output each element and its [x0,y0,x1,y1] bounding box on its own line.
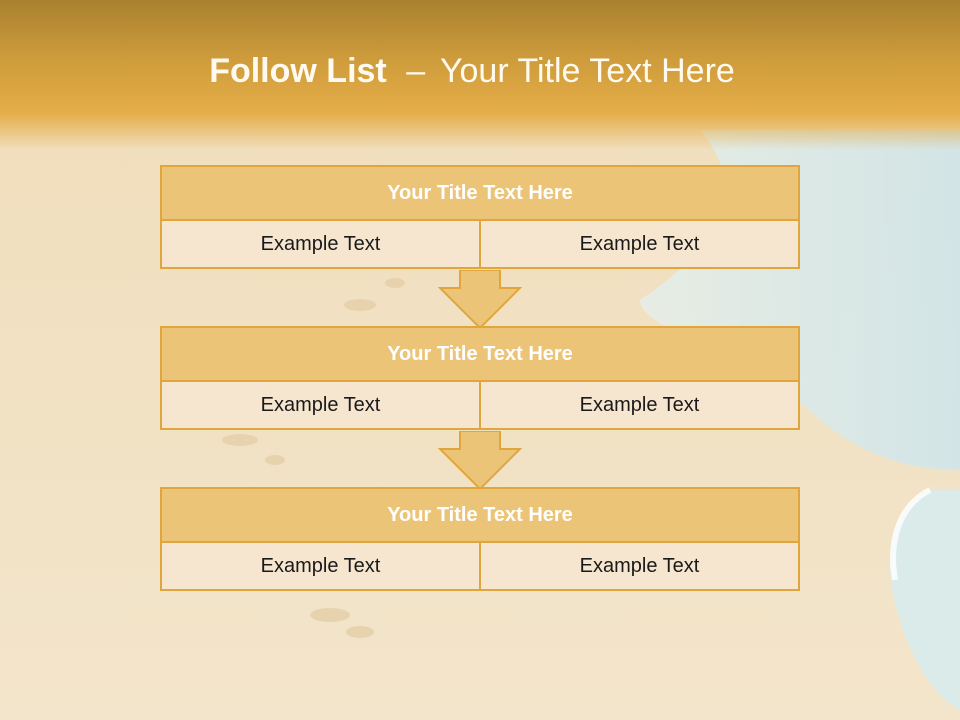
title-rest-part: Your Title Text Here [439,52,735,90]
title-bold-part: Follow List [209,52,387,90]
step-cell-right: Example Text [479,380,800,430]
step-block-row: Example Text Example Text [160,380,800,430]
step-block-title: Your Title Text Here [160,487,800,543]
step-cell-left: Example Text [160,541,481,591]
step-block-3: Your Title Text Here Example Text Exampl… [160,487,800,591]
title-bar [0,0,960,150]
step-block-title: Your Title Text Here [160,326,800,382]
step-block-1: Your Title Text Here Example Text Exampl… [160,165,800,269]
down-arrow-icon [438,270,522,330]
step-cell-left: Example Text [160,219,481,269]
step-cell-right: Example Text [479,219,800,269]
slide-title: Follow List – Your Title Text Here [0,52,944,91]
step-block-2: Your Title Text Here Example Text Exampl… [160,326,800,430]
step-block-title: Your Title Text Here [160,165,800,221]
title-dash: – [406,52,426,90]
down-arrow-icon [438,431,522,491]
step-cell-right: Example Text [479,541,800,591]
step-cell-left: Example Text [160,380,481,430]
step-block-row: Example Text Example Text [160,541,800,591]
step-block-row: Example Text Example Text [160,219,800,269]
